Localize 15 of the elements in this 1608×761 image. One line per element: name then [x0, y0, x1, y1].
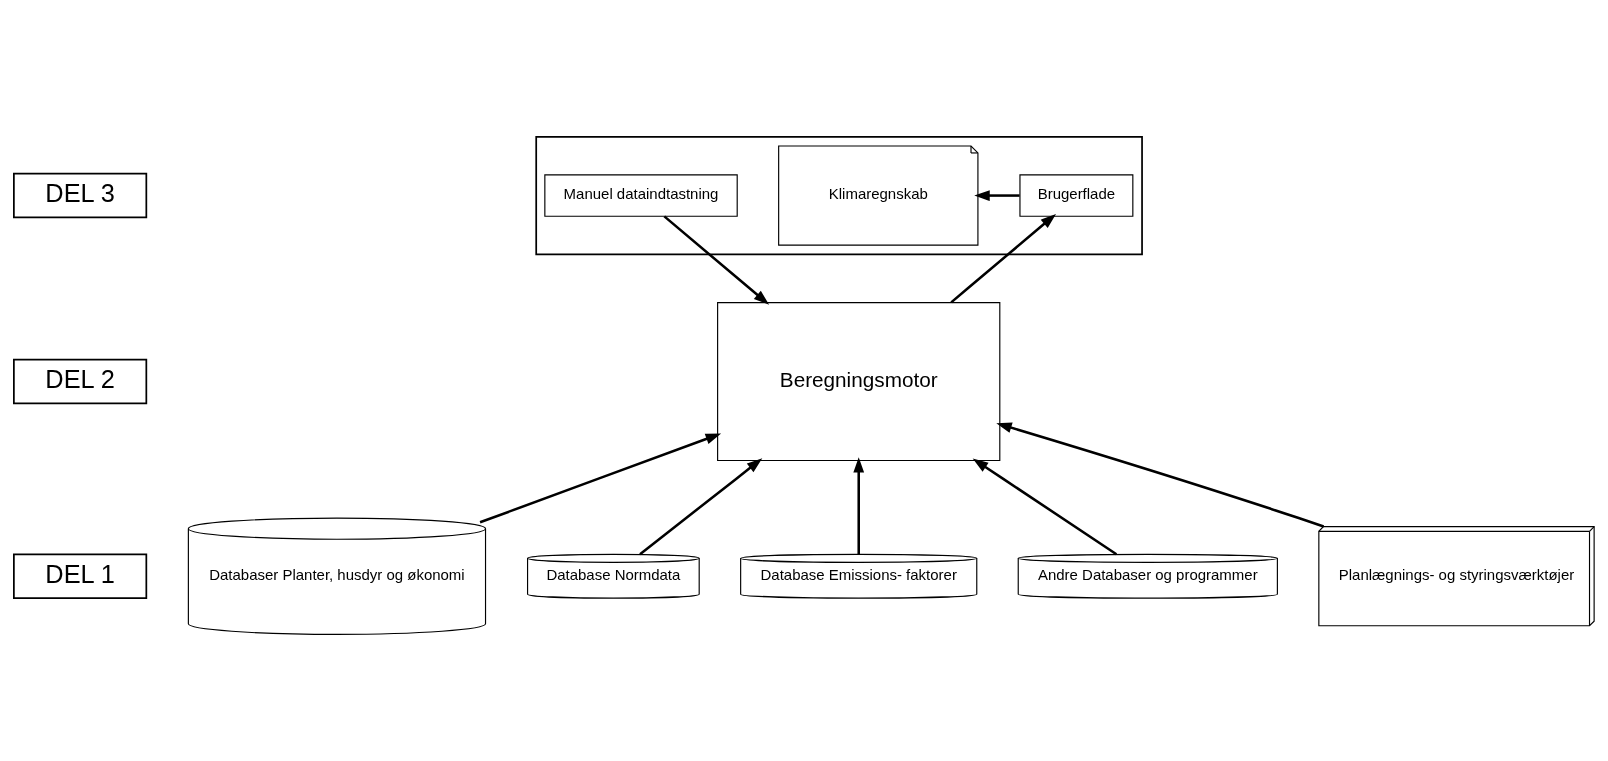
arrow: [950, 213, 1057, 303]
arrow: [479, 432, 722, 523]
node-box: Brugerflade: [1019, 173, 1134, 217]
arrow: [853, 456, 865, 554]
cluster: [535, 135, 1143, 255]
node-box: Beregningsmotor: [717, 301, 1001, 461]
node-box: DEL 2: [13, 358, 148, 404]
arrow: [972, 458, 1118, 555]
node-box: DEL 3: [13, 172, 148, 218]
arrow: [639, 457, 763, 555]
node-box: Manuel dataindtastning: [544, 173, 738, 217]
node-box: DEL 1: [13, 552, 148, 599]
arrow: [974, 189, 1020, 201]
arrow: [663, 214, 770, 305]
arrow: [996, 421, 1325, 528]
